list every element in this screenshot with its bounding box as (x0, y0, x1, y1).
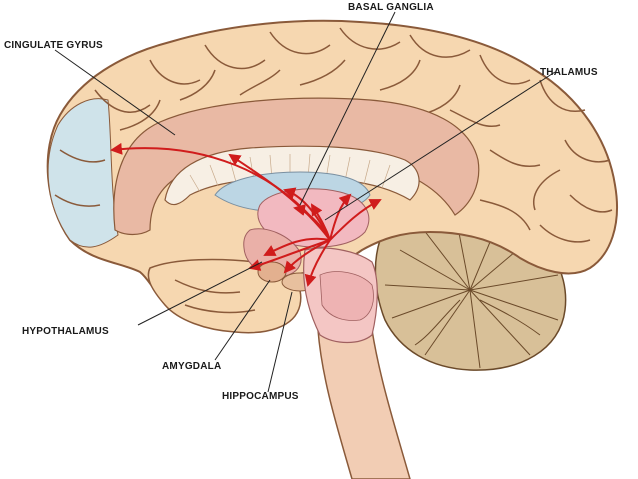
cortex-gyri (54, 27, 613, 314)
label-hypothalamus: HYPOTHALAMUS (22, 326, 109, 337)
label-amygdala: AMYGDALA (162, 361, 221, 372)
cingulate-gyrus (113, 97, 480, 236)
frontal-region (47, 98, 119, 248)
label-hippocampus: HIPPOCAMPUS (222, 391, 299, 402)
leader-lines (54, 11, 556, 393)
pons (319, 271, 374, 321)
spinal-cord (317, 329, 411, 479)
cerebellum-folia (384, 211, 559, 369)
pathway-arrows (110, 142, 382, 287)
label-cingulate-gyrus: CINGULATE GYRUS (4, 40, 103, 51)
label-thalamus: THALAMUS (540, 67, 598, 78)
label-basal-ganglia: BASAL GANGLIA (348, 2, 434, 13)
